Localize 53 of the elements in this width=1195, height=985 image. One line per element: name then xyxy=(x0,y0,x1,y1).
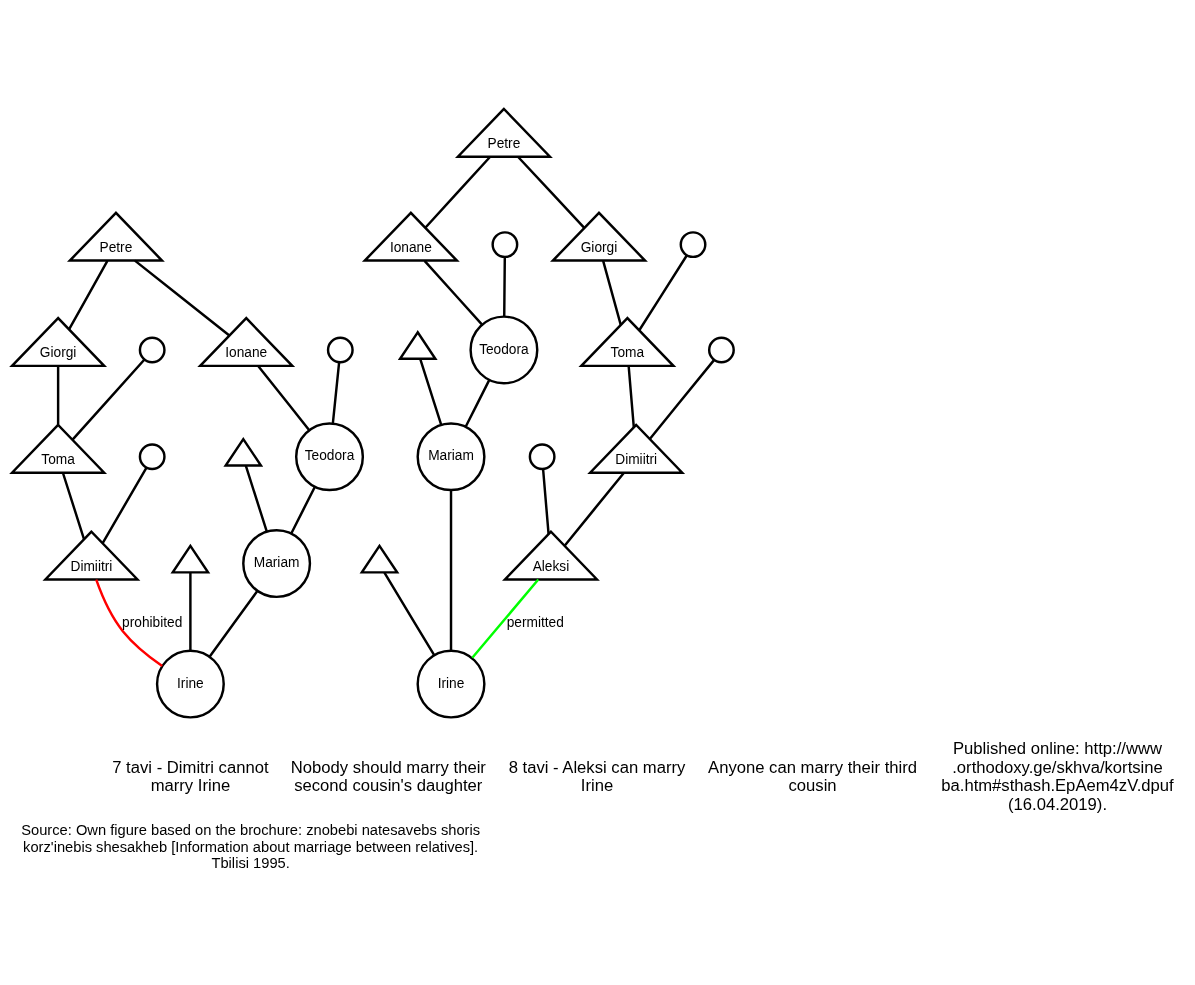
connector xyxy=(464,379,491,427)
label: Anyone can marry their third cousin xyxy=(708,757,918,795)
connector xyxy=(244,464,268,532)
node-circle: Teodora xyxy=(295,421,365,491)
node-circle: Mariam xyxy=(416,421,486,491)
label: 8 tavi - Aleksi can marry Irine xyxy=(508,757,686,795)
node-circle xyxy=(138,442,166,470)
node-circle: Irine xyxy=(155,649,225,719)
connector xyxy=(471,578,540,659)
connector xyxy=(419,357,443,425)
connector xyxy=(503,256,507,316)
label: Nobody should marry their second cousin's daughter xyxy=(290,757,486,795)
connector xyxy=(423,259,483,325)
edge-label: permitted xyxy=(506,614,564,630)
connector xyxy=(541,468,550,534)
node-triangle xyxy=(170,543,211,574)
node-circle xyxy=(138,335,166,363)
node-circle: Teodora xyxy=(469,314,539,384)
connector xyxy=(563,471,625,546)
connector xyxy=(331,361,341,423)
connector xyxy=(648,358,716,440)
node-circle: Mariam xyxy=(242,528,312,598)
label: Published online: http://www.orthodoxy.ge/skhva/kortsineba.htm#sthash.EpAem4zV.dpuf (16.04.2019). xyxy=(941,738,1174,814)
node-circle: Irine xyxy=(416,649,486,719)
node-triangle xyxy=(397,329,438,360)
connector xyxy=(101,466,148,544)
connector xyxy=(134,259,231,337)
connector xyxy=(71,358,146,440)
node-triangle xyxy=(359,543,400,574)
node-circle xyxy=(679,230,707,258)
node-circle xyxy=(528,442,556,470)
label: 7 tavi - Dimitri cannot marry Irine xyxy=(112,757,269,795)
caption: Source: Own figure based on the brochure: znobebi natesavebs shoris korz'inebis shesakheb [Information about marriage between relatives]. Tbilisi 1995. xyxy=(21,821,481,871)
connector xyxy=(601,260,622,325)
connector xyxy=(627,365,636,427)
node-circle xyxy=(491,230,519,258)
connector xyxy=(257,364,311,431)
connector xyxy=(424,155,492,228)
connector xyxy=(189,572,192,651)
node-triangle xyxy=(223,436,264,467)
edge-label: prohibited xyxy=(122,614,183,630)
node-circle xyxy=(707,335,735,363)
connector xyxy=(383,571,436,656)
connector xyxy=(95,578,163,667)
connector xyxy=(61,471,86,539)
connector xyxy=(290,485,316,534)
node-circle xyxy=(326,335,354,363)
connector xyxy=(56,365,60,425)
connector xyxy=(208,589,259,657)
connector xyxy=(638,254,688,331)
connector xyxy=(68,259,109,330)
connector xyxy=(517,155,586,229)
connector xyxy=(449,490,453,651)
